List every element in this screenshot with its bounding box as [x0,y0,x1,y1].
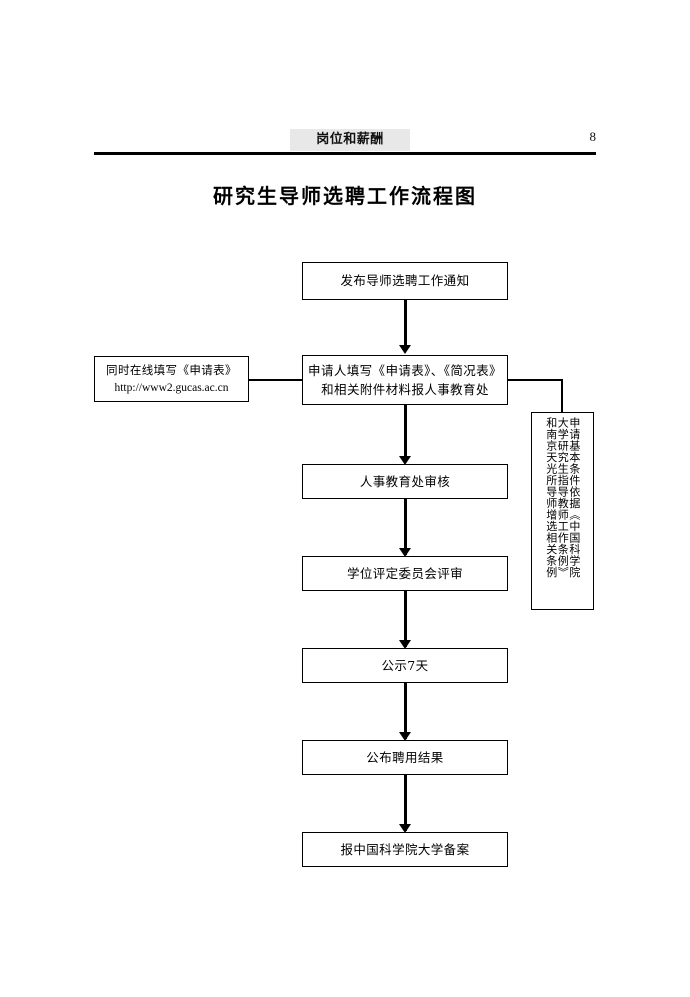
connector-online-to-apply [249,379,303,381]
arrowhead-result-to-record [399,824,411,833]
arrowhead-publicity-to-result [399,732,411,741]
flow-node-filing: 报中国科学院大学备案 [302,832,508,867]
flow-note-eligibility-criteria: 申请基本条件依据《中国科学院 大学研究生指导教师工作条例》 和南京天光所导师增选… [531,412,594,610]
connector-committee-to-publicity [404,591,407,647]
flow-node-online-form: 同时在线填写《申请表》 http://www2.gucas.ac.cn [94,356,249,402]
flow-node-degree-committee-label: 学位评定委员会评审 [346,565,464,581]
flow-node-online-form-url: http://www2.gucas.ac.cn [114,382,229,394]
page-header: 岗位和薪酬 8 [94,128,596,154]
page-number: 8 [589,129,597,144]
flow-node-result-label: 公布聘用结果 [366,749,444,765]
arrowhead-review-to-committee [399,548,411,557]
flow-node-apply-line2: 和相关附件材料报人事教育处 [321,382,489,397]
header-divider-rule [94,152,596,155]
running-head-title: 岗位和薪酬 [290,129,410,151]
flow-node-filing-label: 报中国科学院大学备案 [340,841,470,857]
arrowhead-committee-to-publicity [399,640,411,649]
flow-node-hr-review: 人事教育处审核 [302,464,508,499]
arrowhead-notice-to-apply [399,345,411,354]
flow-node-apply-line1: 申请人填写《申请表》、《简况表》 [308,362,502,378]
flow-note-column-3: 和南京天光所导师增选相关条例 [544,417,558,578]
document-title: 研究生导师选聘工作流程图 [213,184,477,208]
connector-notice-to-apply [404,300,407,347]
flow-note-column-2: 大学研究生指导教师工作条例》 [556,417,570,578]
connector-publicity-to-result [404,683,407,739]
connector-review-to-committee [404,499,407,555]
flow-node-degree-committee: 学位评定委员会评审 [302,556,508,591]
connector-apply-to-review [404,405,407,458]
flow-note-column-1: 申请基本条件依据《中国科学院 [567,417,581,578]
flow-node-notice-label: 发布导师选聘工作通知 [340,273,470,289]
connector-apply-to-note-vertical [561,379,563,413]
flow-node-publicity-label: 公示7天 [381,657,429,673]
connector-result-to-record [404,775,407,831]
flow-node-online-form-line1: 同时在线填写《申请表》 [106,362,237,377]
flow-node-hr-review-label: 人事教育处审核 [359,473,451,489]
flow-node-notice: 发布导师选聘工作通知 [302,262,508,300]
arrowhead-apply-to-review [399,456,411,465]
connector-apply-to-note-horizontal [507,379,563,381]
flow-node-publicity: 公示7天 [302,648,508,683]
flow-node-result: 公布聘用结果 [302,740,508,775]
flow-node-apply: 申请人填写《申请表》、《简况表》 和相关附件材料报人事教育处 [302,355,508,405]
